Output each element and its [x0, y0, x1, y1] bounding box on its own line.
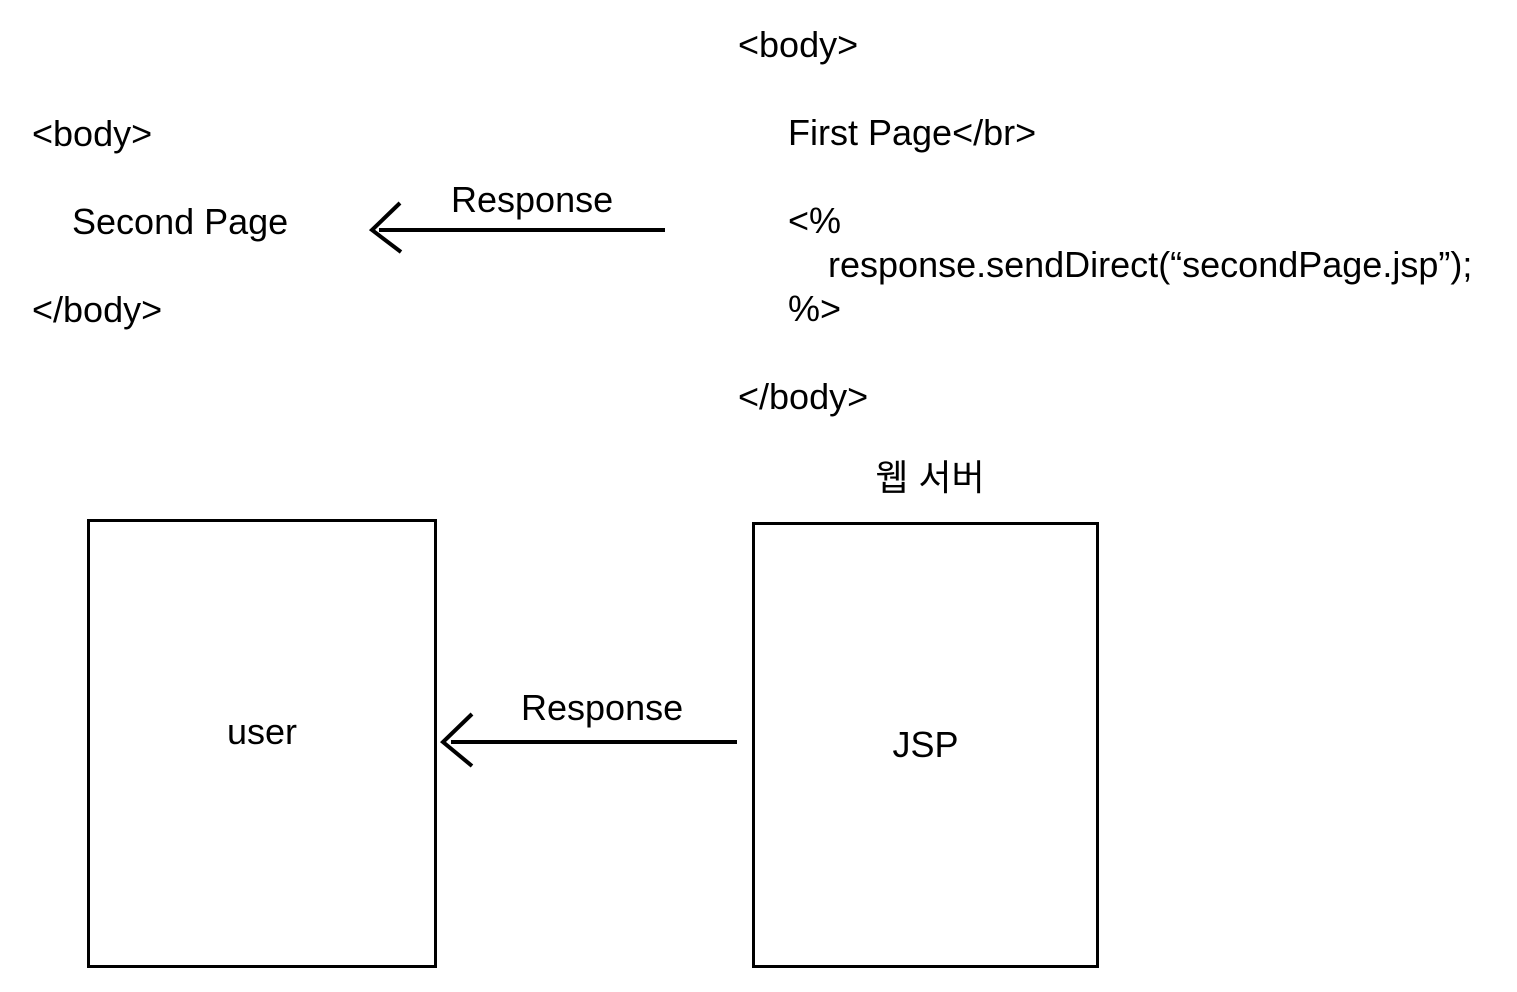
jsp-box: JSP	[752, 522, 1099, 968]
user-box-label: user	[226, 710, 298, 752]
user-box: user	[87, 519, 437, 968]
second-page-code-snippet: <body> Second Page </body>	[32, 113, 289, 330]
web-server-label: 웹 서버	[875, 457, 985, 498]
response-label-top: Response	[451, 179, 614, 220]
first-page-code-snippet: <body> First Page</br> <% response.sendD…	[738, 24, 1473, 417]
jsp-box-label: JSP	[892, 724, 959, 765]
response-label-bottom: Response	[521, 687, 684, 728]
